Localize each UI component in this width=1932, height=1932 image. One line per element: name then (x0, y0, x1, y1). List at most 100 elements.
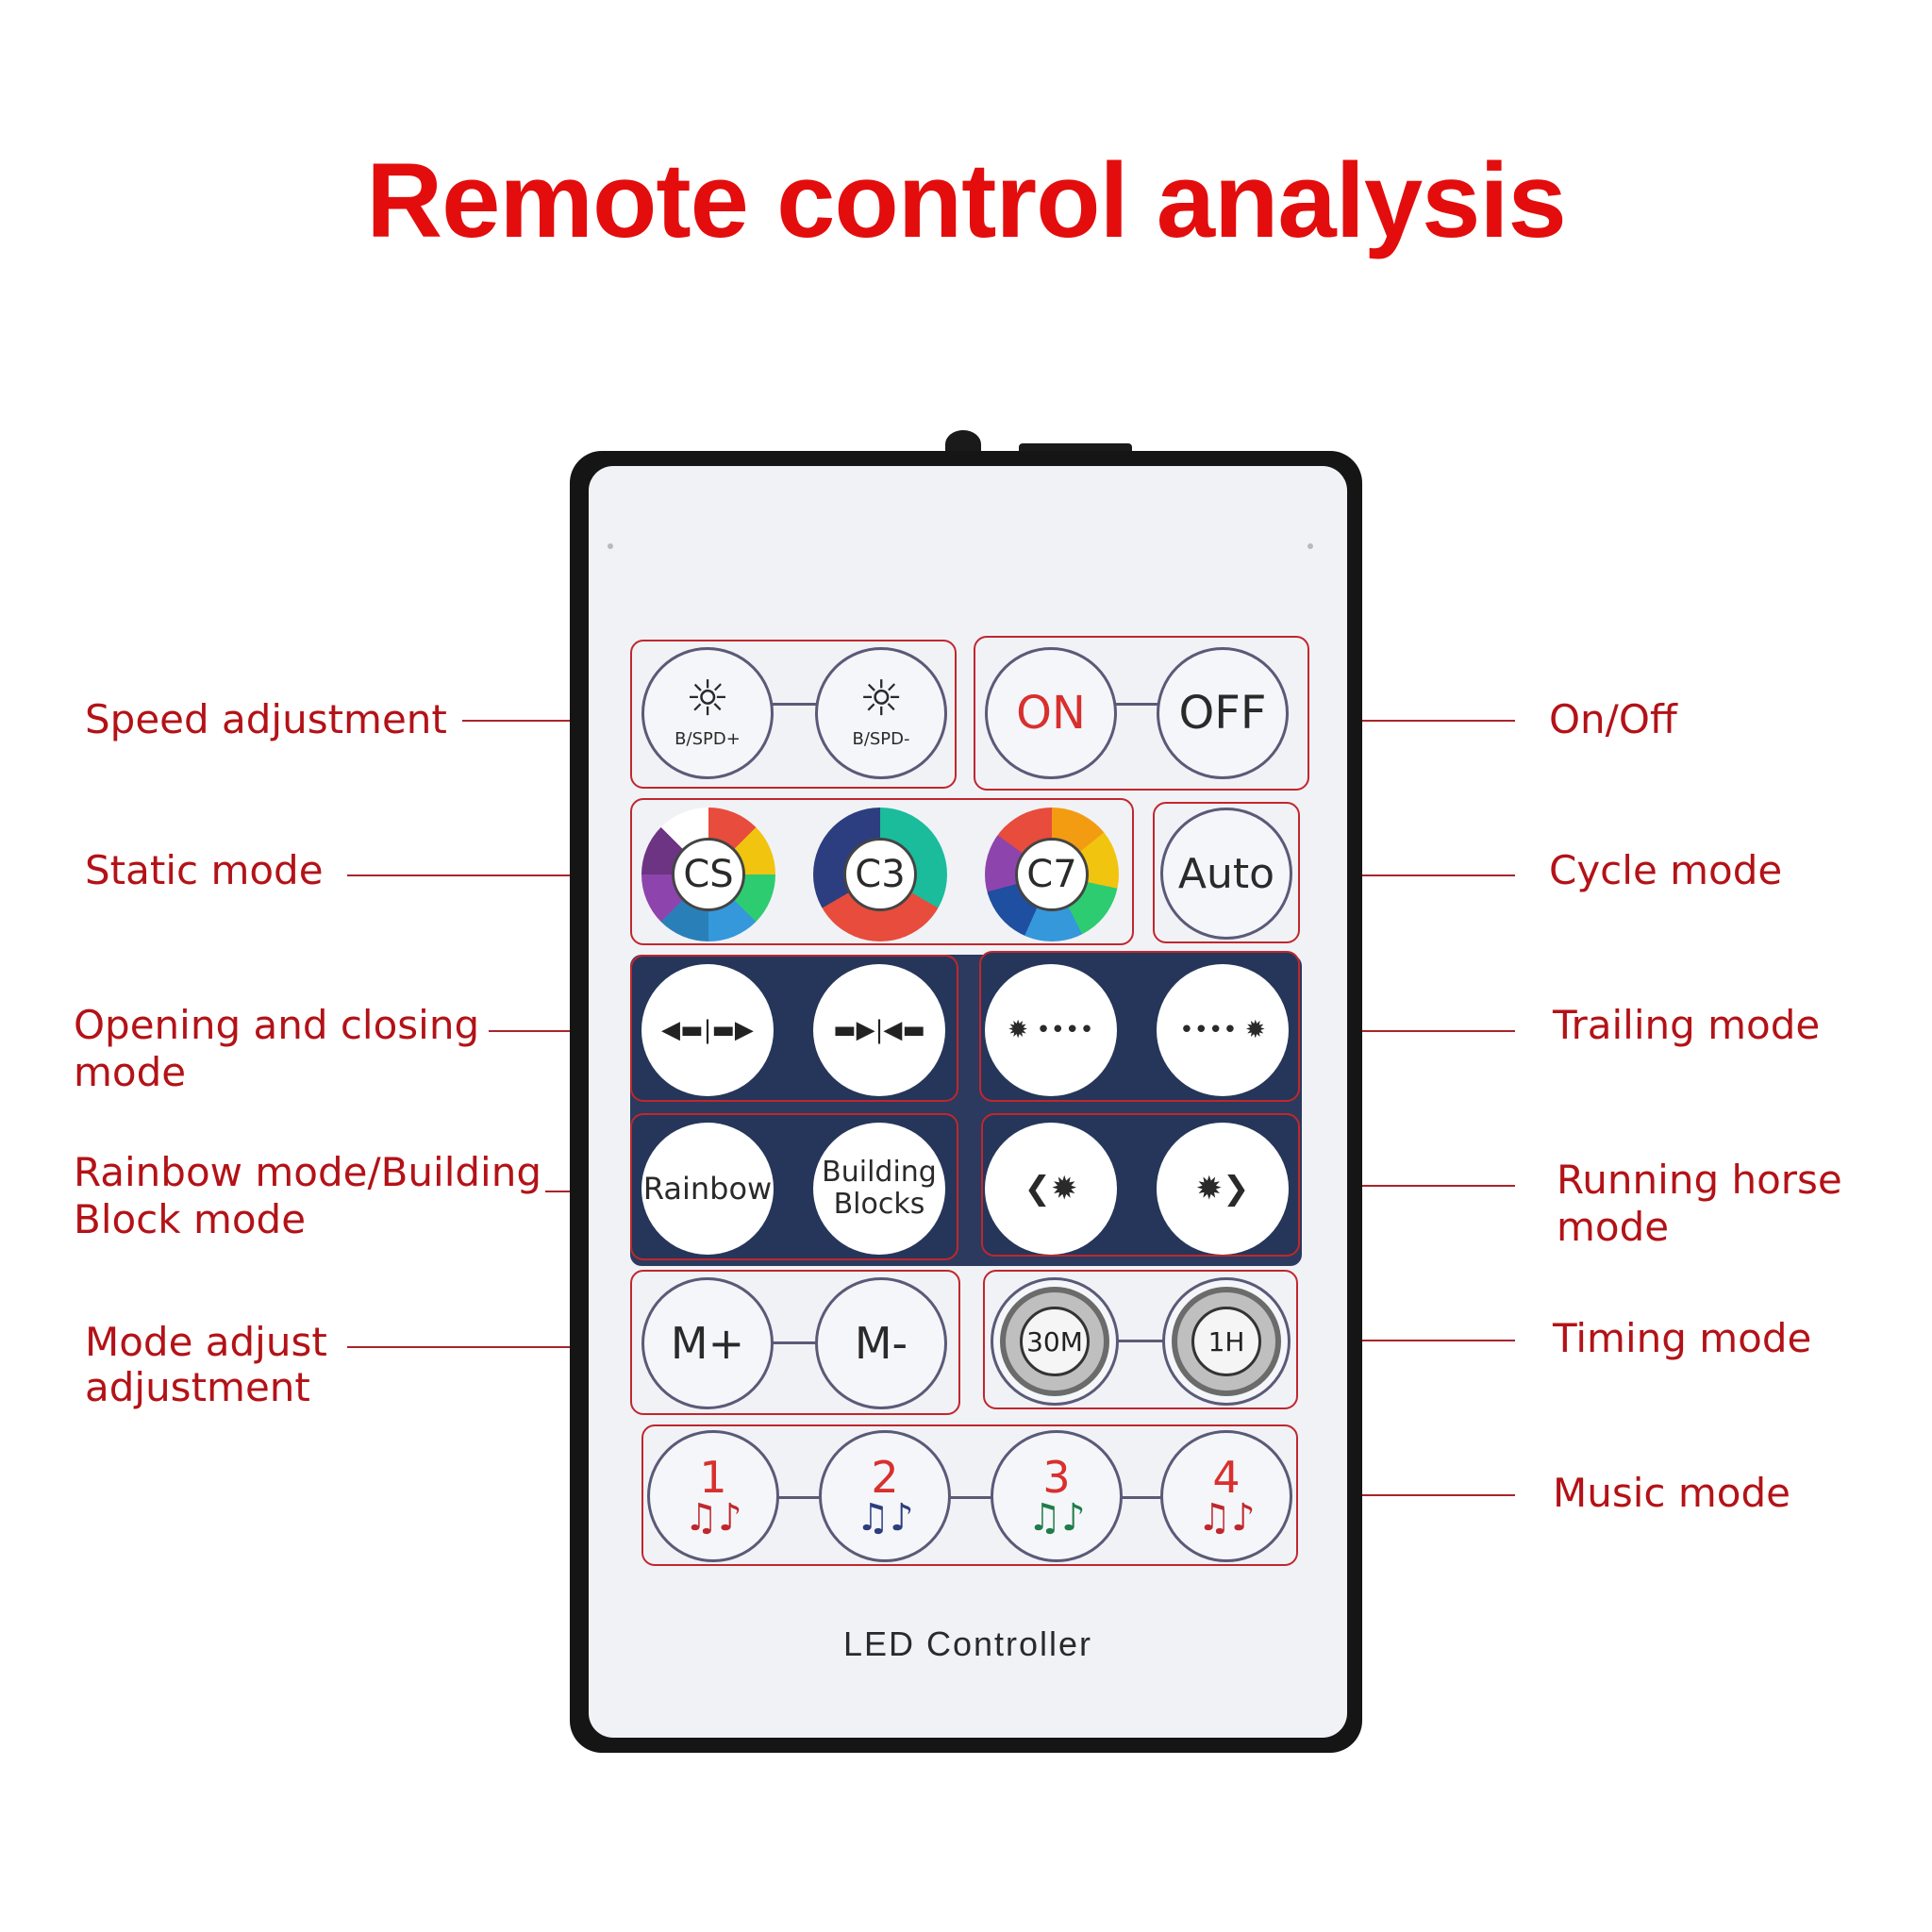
button-label: 1 (699, 1452, 727, 1503)
label-timing-mode: Timing mode (1553, 1315, 1812, 1361)
button-label: B/SPD- (852, 729, 910, 749)
open-arrows-icon: ◀▬|▬▶ (661, 1016, 754, 1044)
label-mode-adjust-1: Mode adjust (85, 1319, 327, 1365)
mode-adjust-group (630, 1270, 960, 1415)
connector (1104, 703, 1189, 706)
connector (940, 1496, 1000, 1499)
cycle-group (1153, 802, 1300, 943)
leader-line (1296, 1494, 1515, 1496)
timer-ring: 30M (1000, 1287, 1109, 1396)
label-mode-adjust-2: adjustment (85, 1364, 310, 1410)
label-cycle-mode: Cycle mode (1549, 847, 1783, 893)
music-note-icon: ♫♪ (856, 1496, 914, 1540)
music-note-icon: ♫♪ (684, 1496, 742, 1540)
label-opening-closing-1: Opening and closing (74, 1002, 480, 1048)
trail-left-button[interactable]: ✹ •••• (985, 964, 1117, 1096)
cs-color-button[interactable]: CS (641, 808, 775, 941)
button-label: C3 (843, 838, 917, 911)
screw-dot (608, 543, 613, 549)
music-note-icon: ♫♪ (1197, 1496, 1256, 1540)
page-title: Remote control analysis (366, 142, 1567, 259)
mode-plus-button[interactable]: M+ (641, 1277, 774, 1409)
close-arrows-icon: ▬▶|◀▬ (833, 1016, 925, 1044)
opening-button[interactable]: ◀▬|▬▶ (641, 964, 774, 1096)
timer-1h-button[interactable]: 1H (1162, 1277, 1291, 1406)
button-label: 1H (1191, 1307, 1261, 1376)
static-mode-group (630, 798, 1134, 945)
brand-label: LED Controller (842, 1624, 1093, 1663)
button-label: OFF (1178, 687, 1267, 740)
label-rainbow-1: Rainbow mode/Building (74, 1149, 541, 1195)
sun-plus-icon: ☼ (685, 671, 730, 727)
button-label: 2 (871, 1452, 899, 1503)
speed-group (630, 640, 957, 789)
brightness-speed-up-button[interactable]: ☼ B/SPD+ (641, 647, 774, 779)
button-label: ON (1016, 687, 1086, 740)
music-group (641, 1424, 1298, 1566)
sun-minus-icon: ☼ (858, 671, 904, 727)
on-button[interactable]: ON (985, 647, 1117, 779)
connector (755, 1341, 840, 1344)
button-label: Rainbow (642, 1171, 773, 1207)
button-label: Blocks (833, 1188, 925, 1221)
closing-button[interactable]: ▬▶|◀▬ (813, 964, 945, 1096)
connector (755, 703, 840, 706)
connector (1094, 1340, 1189, 1342)
label-static-mode: Static mode (85, 847, 324, 893)
label-speed-adjustment: Speed adjustment (85, 696, 447, 742)
timer-ring: 1H (1172, 1287, 1281, 1396)
button-label: M- (854, 1318, 908, 1369)
timer-30m-button[interactable]: 30M (991, 1277, 1119, 1406)
auto-button[interactable]: Auto (1160, 808, 1292, 940)
leader-line (462, 720, 630, 722)
button-label: Building (822, 1156, 937, 1189)
trail-right-button[interactable]: •••• ✹ (1157, 964, 1289, 1096)
label-rainbow-2: Block mode (74, 1196, 307, 1242)
run-left-icon: ❮✹ (1024, 1170, 1078, 1208)
run-left-button[interactable]: ❮✹ (985, 1123, 1117, 1255)
label-on-off: On/Off (1549, 696, 1677, 742)
music-2-button[interactable]: 2 ♫♪ (819, 1430, 951, 1562)
music-3-button[interactable]: 3 ♫♪ (991, 1430, 1123, 1562)
leader-line (1296, 1340, 1515, 1341)
leader-line (347, 1346, 630, 1348)
leader-line (347, 874, 630, 876)
connector (1111, 1496, 1172, 1499)
trail-right-icon: •••• ✹ (1179, 1016, 1266, 1044)
screw-dot (1307, 543, 1313, 549)
label-opening-closing-2: mode (74, 1049, 187, 1095)
button-label: CS (672, 838, 745, 911)
run-right-button[interactable]: ✹❯ (1157, 1123, 1289, 1255)
building-blocks-button[interactable]: Building Blocks (813, 1123, 945, 1255)
music-note-icon: ♫♪ (1027, 1496, 1086, 1540)
mode-minus-button[interactable]: M- (815, 1277, 947, 1409)
label-running-horse-1: Running horse (1557, 1157, 1842, 1203)
run-right-icon: ✹❯ (1195, 1170, 1250, 1208)
button-label: 4 (1212, 1452, 1241, 1503)
music-1-button[interactable]: 1 ♫♪ (647, 1430, 779, 1562)
leader-line (489, 1030, 630, 1032)
button-label: C7 (1015, 838, 1089, 911)
button-label: 30M (1020, 1307, 1090, 1376)
label-music-mode: Music mode (1553, 1470, 1790, 1516)
button-label: Auto (1177, 849, 1275, 898)
c7-color-button[interactable]: C7 (985, 808, 1119, 941)
music-4-button[interactable]: 4 ♫♪ (1160, 1430, 1292, 1562)
button-label: B/SPD+ (675, 729, 741, 749)
c3-color-button[interactable]: C3 (813, 808, 947, 941)
button-label: M+ (670, 1318, 745, 1369)
trail-left-icon: ✹ •••• (1008, 1016, 1094, 1044)
leader-line (1300, 1185, 1515, 1187)
leader-line (1300, 1030, 1515, 1032)
label-running-horse-2: mode (1557, 1204, 1670, 1250)
on-off-group (974, 636, 1309, 791)
leader-line (1309, 720, 1515, 722)
off-button[interactable]: OFF (1157, 647, 1289, 779)
button-label: 3 (1042, 1452, 1071, 1503)
rainbow-button[interactable]: Rainbow (641, 1123, 774, 1255)
timing-group (983, 1270, 1298, 1409)
leader-line (1302, 874, 1515, 876)
connector (768, 1496, 828, 1499)
label-trailing-mode: Trailing mode (1553, 1002, 1821, 1048)
brightness-speed-down-button[interactable]: ☼ B/SPD- (815, 647, 947, 779)
